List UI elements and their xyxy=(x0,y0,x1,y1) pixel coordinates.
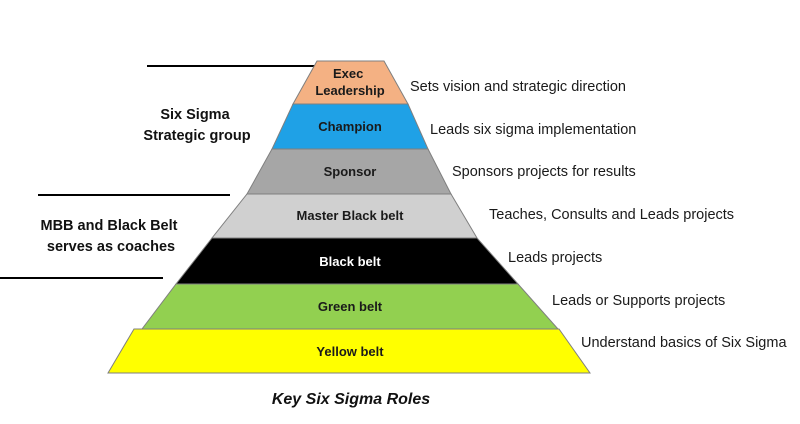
tier-label-line: Black belt xyxy=(319,254,381,269)
description-champion: Leads six sigma implementation xyxy=(430,122,636,138)
group-label-strategic: Six Sigma Strategic group xyxy=(143,107,250,144)
tier-label-line: Champion xyxy=(318,119,382,134)
tier-label-black-belt: Black belt xyxy=(319,254,381,269)
tier-label-line: Sponsor xyxy=(324,164,377,179)
group-label-line: MBB and Black Belt xyxy=(40,218,177,234)
description-green-belt: Leads or Supports projects xyxy=(552,293,725,309)
tier-label-yellow-belt: Yellow belt xyxy=(316,344,384,359)
tier-label-line: Green belt xyxy=(318,299,383,314)
tier-label-line: Yellow belt xyxy=(316,344,384,359)
group-label-line: Strategic group xyxy=(143,128,250,144)
diagram-caption: Key Six Sigma Roles xyxy=(272,391,430,408)
tier-label-exec-leadership: Exec Leadership xyxy=(315,66,384,98)
group-label-coaches: MBB and Black Belt serves as coaches xyxy=(40,218,181,255)
description-sponsor: Sponsors projects for results xyxy=(452,164,636,180)
description-master-black-belt: Teaches, Consults and Leads projects xyxy=(489,207,734,223)
description-black-belt: Leads projects xyxy=(508,250,602,266)
tier-label-sponsor: Sponsor xyxy=(324,164,377,179)
group-label-line: Six Sigma xyxy=(160,107,230,123)
tier-shape-yellow-belt xyxy=(107,328,591,374)
tier-label-line: Leadership xyxy=(315,83,384,98)
group-label-line: serves as coaches xyxy=(47,239,175,255)
description-exec-leadership: Sets vision and strategic direction xyxy=(410,79,626,95)
tier-label-line: Exec xyxy=(333,66,363,81)
role-descriptions: Sets vision and strategic direction Lead… xyxy=(410,79,787,351)
tier-label-champion: Champion xyxy=(318,119,382,134)
pyramid: Exec Leadership Champion Sponsor Master … xyxy=(107,60,591,374)
description-yellow-belt: Understand basics of Six Sigma xyxy=(581,335,787,351)
tier-label-line: Master Black belt xyxy=(297,208,405,223)
tier-label-green-belt: Green belt xyxy=(318,299,383,314)
tier-label-master-black-belt: Master Black belt xyxy=(297,208,405,223)
